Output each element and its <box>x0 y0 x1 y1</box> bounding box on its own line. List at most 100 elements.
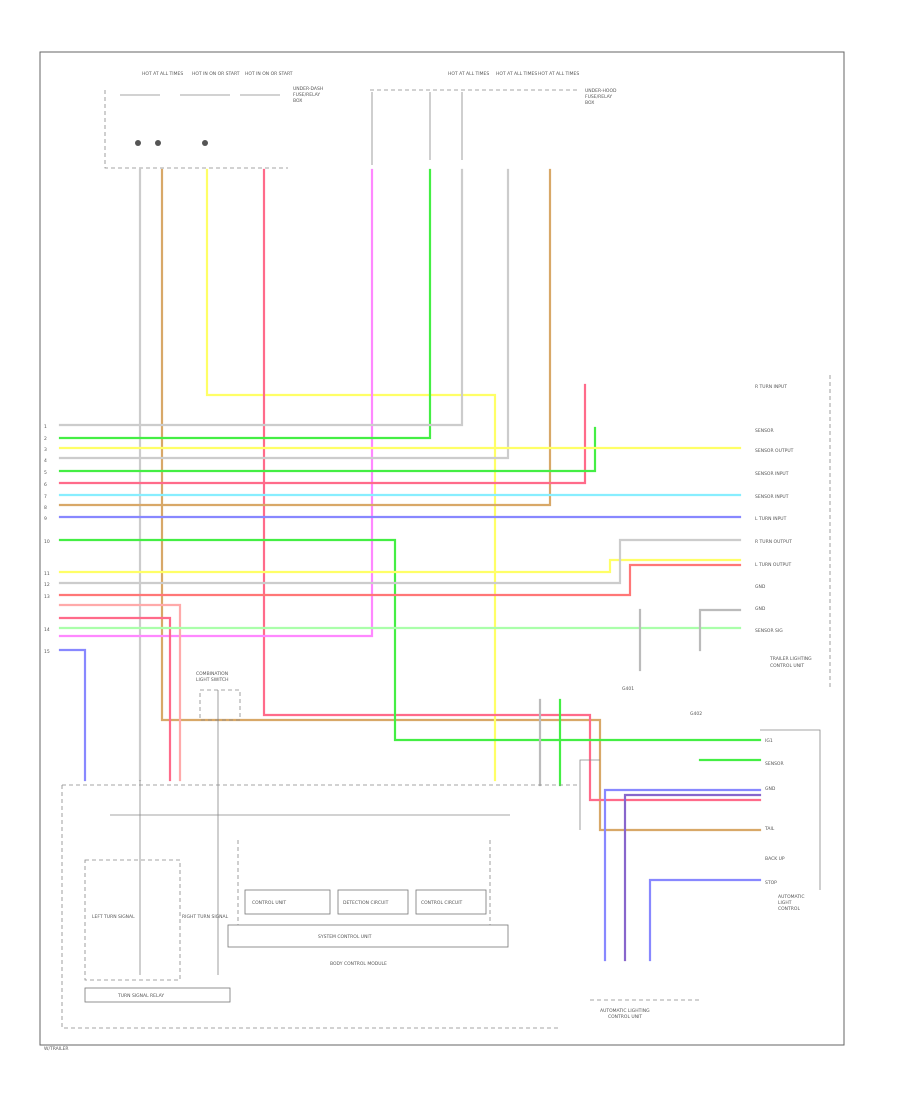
left-pin-15: 15 <box>44 649 50 655</box>
ground-label-2: G402 <box>690 711 702 717</box>
top-left-box-label-3: BOX <box>293 98 302 104</box>
left-pin-3: 3 <box>44 447 47 453</box>
auto-caption-1: AUTOMATIC LIGHTING <box>600 1008 650 1014</box>
right-label-11: SENSOR SIG <box>755 628 783 634</box>
top-right-box-label-1: UNDER-HOOD <box>585 88 617 94</box>
right-label-10: GND <box>755 606 766 612</box>
left-pin-12: 12 <box>44 582 50 588</box>
detection-circuit-box <box>337 889 409 915</box>
left-pin-2: 2 <box>44 436 47 442</box>
right-b-label-6: STOP <box>765 880 777 886</box>
wire-green-3 <box>58 538 762 742</box>
right-unit-label-1: TRAILER LIGHTING <box>769 656 812 662</box>
grounds: G401 G402 <box>622 686 702 717</box>
left-turn-label: LEFT TURN SIGNAL <box>92 914 135 920</box>
wire-green-2 <box>58 426 597 473</box>
right-label-3: SENSOR OUTPUT <box>755 448 794 454</box>
right-label-1: R TURN INPUT <box>755 384 787 390</box>
wire-tan-2 <box>58 168 552 507</box>
right-label-8: L TURN OUTPUT <box>755 562 791 568</box>
automatic-lighting-unit: AUTOMATIC LIGHT CONTROL AUTOMATIC LIGHTI… <box>579 729 821 1020</box>
left-pin-10: 10 <box>44 539 50 545</box>
right-connector: R TURN INPUT SENSOR SENSOR OUTPUT SENSOR… <box>755 375 831 690</box>
top-left-fuse-box: HOT AT ALL TIMES HOT IN ON OR START HOT … <box>104 71 323 169</box>
left-pin-9: 9 <box>44 516 47 522</box>
auto-unit-label-1: AUTOMATIC <box>778 894 805 900</box>
fuse-label-2: HOT IN ON OR START <box>192 71 240 77</box>
control-unit-box <box>244 889 331 915</box>
wire-gray-3 <box>58 168 510 460</box>
turn-relay-box <box>84 987 231 1003</box>
wires <box>58 168 762 962</box>
left-pin-4: 4 <box>44 458 47 464</box>
wire-pink-2 <box>58 383 587 485</box>
wire-red-1 <box>58 563 742 597</box>
wire-gray-4 <box>58 538 742 585</box>
left-pin-1: 1 <box>44 424 47 430</box>
wire-blue-3 <box>603 788 762 962</box>
control-circuit-box <box>415 889 487 915</box>
fuse-label-1: HOT AT ALL TIMES <box>142 71 183 77</box>
right-label-7: R TURN OUTPUT <box>755 539 792 545</box>
ground-label-1: G401 <box>622 686 634 692</box>
top-right-box-label-2: FUSE/RELAY <box>585 94 612 100</box>
combination-switch: COMBINATION LIGHT SWITCH <box>196 671 241 780</box>
bcm-sub-label: BODY CONTROL MODULE <box>330 961 387 967</box>
body-control-module: CONTROL UNIT DETECTION CIRCUIT CONTROL C… <box>61 780 580 1029</box>
left-pin-8: 8 <box>44 505 47 511</box>
left-pin-6: 6 <box>44 482 47 488</box>
wire-yellow-1 <box>205 168 497 782</box>
wire-pink-3 <box>58 603 182 782</box>
top-left-box-label-2: FUSE/RELAY <box>293 92 320 98</box>
right-b-label-1: IG1 <box>765 738 773 744</box>
wire-tan-1 <box>160 168 762 832</box>
control-unit-label: CONTROL UNIT <box>252 900 286 906</box>
turn-relay-label: TURN SIGNAL RELAY <box>117 993 164 999</box>
wire-magenta-1 <box>58 168 374 638</box>
diagram-frame <box>39 51 845 1046</box>
right-b-label-4: TAIL <box>764 826 775 832</box>
switch-label-2: LIGHT SWITCH <box>196 677 229 683</box>
auto-unit-label-3: CONTROL <box>778 906 800 912</box>
wire-purple-1 <box>623 793 762 962</box>
wire-gray-2 <box>58 168 464 427</box>
fuse-label-5: HOT AT ALL TIMES <box>496 71 537 77</box>
left-pin-13: 13 <box>44 594 50 600</box>
wire-pink-4 <box>58 616 172 782</box>
wire-green-1 <box>58 168 432 440</box>
left-pin-7: 7 <box>44 494 47 500</box>
right-b-label-3: GND <box>765 786 776 792</box>
switch-label-1: COMBINATION <box>196 671 228 677</box>
right-b-label-2: SENSOR <box>765 761 784 767</box>
right-label-4: SENSOR INPUT <box>755 471 789 477</box>
fuse-label-6: HOT AT ALL TIMES <box>538 71 579 77</box>
wire-pink-1 <box>262 168 762 802</box>
right-unit-label-2: CONTROL UNIT <box>770 663 804 669</box>
left-pin-11: 11 <box>44 571 50 577</box>
top-right-fuse-box: HOT AT ALL TIMES HOT AT ALL TIMES HOT AT… <box>370 71 617 165</box>
fuse-label-3: HOT IN ON OR START <box>245 71 293 77</box>
wire-blue-2 <box>58 648 87 782</box>
right-label-6: L TURN INPUT <box>755 516 787 522</box>
left-pin-5: 5 <box>44 470 47 476</box>
top-left-box-label-1: UNDER-DASH <box>293 86 323 92</box>
left-pin-14: 14 <box>44 627 50 633</box>
detection-circuit-label: DETECTION CIRCUIT <box>343 900 389 906</box>
system-control-label: SYSTEM CONTROL UNIT <box>318 934 372 940</box>
wire-blue-4 <box>648 878 762 962</box>
fuse-label-4: HOT AT ALL TIMES <box>448 71 489 77</box>
right-turn-label: RIGHT TURN SIGNAL <box>182 914 229 920</box>
right-b-label-5: BACK UP <box>765 856 785 862</box>
wire-gray-6 <box>698 608 742 652</box>
auto-unit-label-2: LIGHT <box>778 900 792 906</box>
corner-note: W/TRAILER <box>44 1046 69 1052</box>
left-pin-labels: 1 2 3 4 5 6 7 8 9 10 11 12 13 14 15 <box>44 424 50 655</box>
auto-caption-2: CONTROL UNIT <box>608 1014 642 1020</box>
right-label-2: SENSOR <box>755 428 774 434</box>
system-control-box <box>227 924 509 948</box>
right-label-5: SENSOR INPUT <box>755 494 789 500</box>
top-right-box-label-3: BOX <box>585 100 594 106</box>
wire-yellow-3 <box>58 558 742 574</box>
control-circuit-label: CONTROL CIRCUIT <box>421 900 463 906</box>
